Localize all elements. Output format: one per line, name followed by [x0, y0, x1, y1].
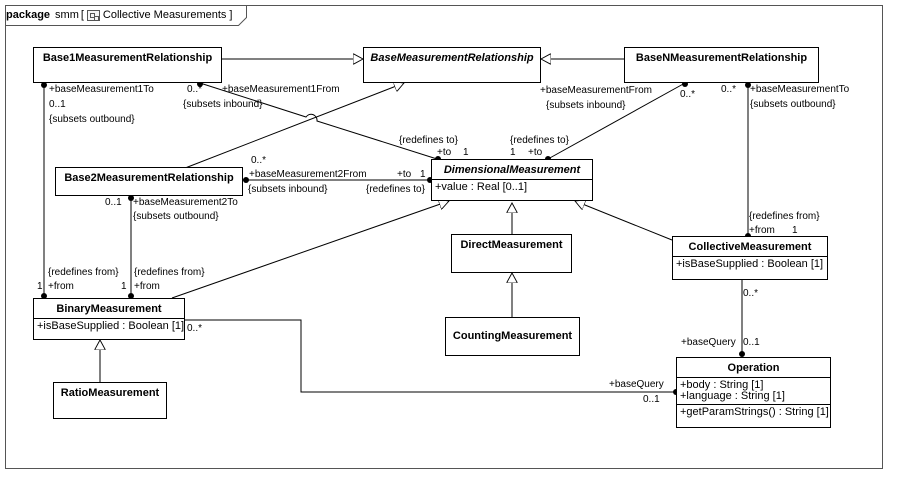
class-collective-measurement[interactable]: CollectiveMeasurement +isBaseSupplied : …: [672, 236, 828, 280]
constraint-label: {subsets outbound}: [133, 211, 219, 222]
class-name: CollectiveMeasurement: [688, 241, 812, 253]
mult-label: 0..1: [105, 197, 122, 208]
attribute: +body : String [1]: [680, 379, 764, 391]
class-binary-measurement[interactable]: BinaryMeasurement +isBaseSupplied : Bool…: [33, 298, 185, 340]
mult-label: 0..*: [743, 288, 759, 299]
diagram-icon: [86, 9, 100, 21]
attribute: +isBaseSupplied : Boolean [1]: [37, 320, 185, 332]
constraint-label: {redefines to}: [510, 135, 569, 146]
class-operation[interactable]: Operation +body : String [1] +language :…: [676, 357, 831, 428]
role-label: +from: [48, 281, 74, 292]
end-dot: [41, 293, 47, 299]
class-name: Base2MeasurementRelationship: [64, 172, 234, 184]
role-label: +baseQuery: [609, 379, 664, 390]
end-dot: [243, 177, 249, 183]
role-label: +baseMeasurement2To: [133, 197, 238, 208]
class-name: RatioMeasurement: [60, 387, 160, 399]
frame-package-name: smm: [55, 9, 79, 21]
mult-label: 1: [792, 225, 798, 236]
role-label: +baseMeasurementTo: [750, 84, 850, 95]
class-dimensional-measurement[interactable]: DimensionalMeasurement +value : Real [0.…: [431, 159, 593, 201]
end-dot: [745, 82, 751, 88]
class-direct-measurement[interactable]: DirectMeasurement: [451, 234, 572, 273]
end-dot: [739, 351, 745, 357]
constraint-label: {subsets inbound}: [183, 99, 263, 110]
mult-label: 1: [463, 147, 469, 158]
class-name: BinaryMeasurement: [56, 303, 162, 315]
role-label: +to: [528, 147, 543, 158]
attribute: +language : String [1]: [680, 390, 785, 402]
constraint-label: {redefines to}: [399, 135, 458, 146]
class-base2-measurement-relationship[interactable]: Base2MeasurementRelationship: [55, 167, 243, 196]
frame-diagram-name: Collective Measurements: [102, 9, 227, 21]
role-label: +baseMeasurement1From: [222, 84, 340, 95]
attribute: +isBaseSupplied : Boolean [1]: [676, 258, 824, 270]
frame-bracket-open: [: [80, 9, 84, 21]
operation: +getParamStrings() : String [1]: [680, 406, 829, 418]
class-basen-measurement-relationship[interactable]: BaseNMeasurementRelationship: [624, 47, 819, 83]
end-dot: [41, 82, 47, 88]
assoc-base1-dimensional: [199, 82, 438, 160]
mult-label: 1: [121, 281, 127, 292]
constraint-label: {redefines from}: [134, 267, 205, 278]
attribute-compartment: +isBaseSupplied : Boolean [1]: [34, 318, 184, 334]
role-label: +baseQuery: [681, 337, 736, 348]
class-name: BaseMeasurementRelationship: [370, 52, 534, 64]
assoc-basen-dimensional: [547, 82, 686, 160]
class-base1-measurement-relationship[interactable]: Base1MeasurementRelationship: [33, 47, 222, 83]
attribute-compartment: +value : Real [0..1]: [432, 179, 592, 195]
role-label: +baseMeasurement1To: [49, 84, 154, 95]
mult-label: 0..1: [49, 99, 66, 110]
package-frame: [5, 5, 883, 469]
attribute: +value : Real [0..1]: [435, 181, 528, 193]
frame-title: package smm [ Collective Measurements ]: [6, 5, 232, 25]
mult-label: 0..*: [680, 89, 696, 100]
role-label: +from: [134, 281, 160, 292]
constraint-label: {subsets outbound}: [750, 99, 836, 110]
mult-label: 0..*: [187, 84, 203, 95]
gen-base2-to-base: [179, 83, 404, 171]
class-name: CountingMeasurement: [452, 330, 573, 342]
constraint-label: {redefines from}: [749, 211, 820, 222]
role-label: +from: [749, 225, 775, 236]
constraint-label: {subsets inbound}: [546, 100, 626, 111]
gen-binary-to-dimensional: [171, 201, 449, 299]
class-base-measurement-relationship[interactable]: BaseMeasurementRelationship: [363, 47, 541, 83]
end-dot: [128, 195, 134, 201]
attribute-compartment: +body : String [1] +language : String [1…: [677, 377, 830, 404]
class-counting-measurement[interactable]: CountingMeasurement: [445, 317, 580, 356]
constraint-label: {redefines to}: [366, 184, 425, 195]
class-name: DimensionalMeasurement: [443, 164, 581, 176]
operation-compartment: +getParamStrings() : String [1]: [677, 404, 830, 420]
class-name: BaseNMeasurementRelationship: [635, 52, 808, 64]
mult-label: 0..*: [721, 84, 737, 95]
assoc-binary-operation: [185, 319, 675, 393]
role-label: +to: [397, 169, 412, 180]
frame-bracket-close: ]: [229, 9, 233, 21]
gen-collective-to-dimensional: [575, 201, 673, 241]
attribute-compartment: +isBaseSupplied : Boolean [1]: [673, 256, 827, 272]
mult-label: 1: [420, 169, 426, 180]
mult-label: 0..1: [643, 394, 660, 405]
constraint-label: {redefines from}: [48, 267, 119, 278]
constraint-label: {subsets inbound}: [248, 184, 328, 195]
mult-label: 1: [37, 281, 43, 292]
class-name: Operation: [727, 362, 780, 374]
class-name: DirectMeasurement: [460, 239, 563, 251]
constraint-label: {subsets outbound}: [49, 114, 135, 125]
class-name: Base1MeasurementRelationship: [42, 52, 213, 64]
mult-label: 0..*: [187, 323, 203, 334]
role-label: +baseMeasurement2From: [249, 169, 367, 180]
mult-label: 1: [510, 147, 516, 158]
role-label: +to: [437, 147, 452, 158]
class-ratio-measurement[interactable]: RatioMeasurement: [53, 382, 167, 419]
package-frame-tab: [5, 5, 247, 26]
end-dot: [128, 293, 134, 299]
mult-label: 0..1: [743, 337, 760, 348]
role-label: +baseMeasurementFrom: [540, 85, 652, 96]
frame-keyword: package: [6, 9, 51, 21]
mult-label: 0..*: [251, 155, 267, 166]
